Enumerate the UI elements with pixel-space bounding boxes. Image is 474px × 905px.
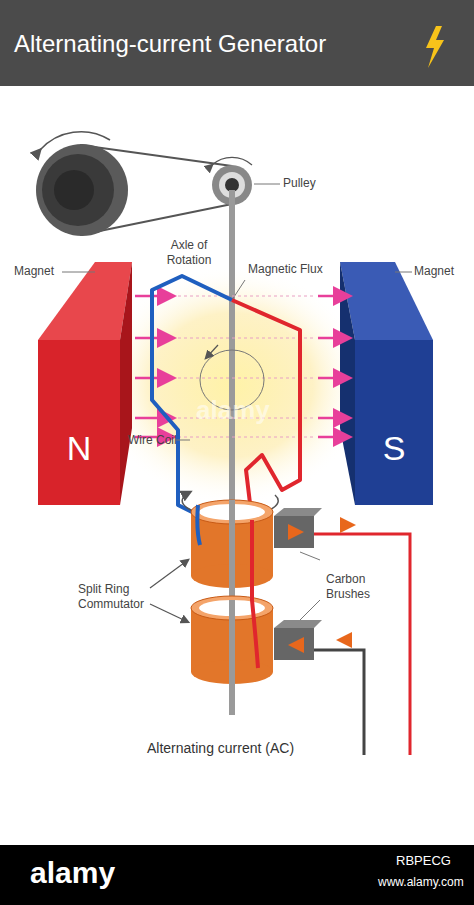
magnet-pole: N: [38, 340, 120, 505]
current-arrow: [340, 524, 352, 526]
watermark: alamy: [30, 856, 115, 890]
pole-letter: S: [383, 431, 406, 505]
leader-line: [176, 440, 190, 441]
magnet-side: [340, 262, 355, 505]
lightning-icon: [426, 26, 444, 68]
magnet-side: [120, 262, 132, 505]
part-label: Magnetic Flux: [248, 262, 323, 277]
carbon-brush: [274, 516, 314, 548]
rotation-arrow: [212, 157, 252, 165]
leader-line: [150, 560, 188, 588]
axle: [229, 500, 235, 590]
carbon-brush: [274, 620, 322, 628]
rotation-arrow: [206, 345, 218, 358]
watermark: www.alamy.com: [378, 874, 464, 890]
part-label: Axle of Rotation: [150, 238, 228, 268]
leader-line: [300, 600, 320, 620]
wire-coil: [197, 505, 200, 545]
output-wire: [314, 650, 364, 755]
part-label: Magnet: [14, 264, 54, 279]
leader-line: [300, 552, 320, 560]
flux-lines: [178, 296, 316, 437]
watermark: RBPECG: [396, 852, 451, 869]
output-wire: [314, 534, 410, 755]
output-label: Alternating current (AC): [147, 739, 294, 757]
current-arrow: [292, 644, 302, 646]
title-band: [0, 0, 474, 86]
part-label: Pulley: [283, 176, 316, 191]
pole-letter: N: [67, 431, 92, 505]
leader-line: [62, 272, 95, 273]
axle: [229, 190, 235, 715]
leader-line: [395, 272, 412, 273]
diagram-title: Alternating-current Generator: [14, 30, 326, 58]
magnet-pole: S: [355, 340, 433, 505]
rotation-arrow: [40, 132, 110, 150]
part-label: Carbon Brushes: [326, 572, 388, 602]
wire-coil: [252, 520, 258, 668]
carbon-brush: [274, 508, 322, 516]
carbon-brush: [274, 628, 314, 660]
leader-line: [150, 604, 188, 622]
leader-line: [232, 280, 245, 300]
leader-line: [254, 184, 280, 185]
watermark: alamy: [196, 395, 270, 425]
large-pulley: [42, 154, 114, 226]
small-pulley: [225, 178, 239, 192]
axle: [229, 600, 235, 715]
part-label: Magnet: [414, 264, 454, 279]
footer-band: [0, 845, 474, 905]
part-label: Split Ring Commutator: [78, 582, 158, 612]
current-arrow: [290, 531, 300, 533]
large-pulley: [36, 144, 128, 236]
current-arrow: [340, 639, 352, 641]
part-label: Wire Coil: [128, 433, 177, 448]
large-pulley: [54, 170, 94, 210]
